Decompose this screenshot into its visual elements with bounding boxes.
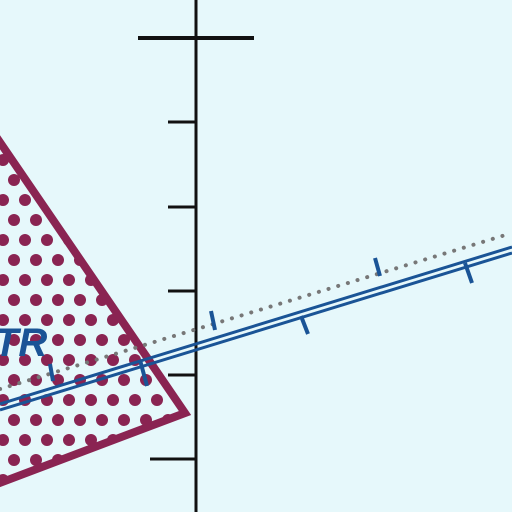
airspace-dot <box>63 394 75 406</box>
route-line-outer <box>0 245 512 406</box>
airspace-dot <box>19 194 31 206</box>
meridian-scale <box>138 0 254 512</box>
route-tick <box>299 315 310 335</box>
airspace-dot <box>8 414 20 426</box>
airspace-dot <box>63 274 75 286</box>
route-tick <box>138 359 149 387</box>
airspace-dot <box>85 314 97 326</box>
airspace-dot <box>52 334 64 346</box>
airspace-dot <box>74 334 86 346</box>
airspace-dot <box>30 374 42 386</box>
airspace-boundary <box>0 135 192 488</box>
airspace-dot <box>63 314 75 326</box>
route-tick <box>48 363 55 382</box>
airspace-dot <box>118 334 130 346</box>
airspace-dot <box>52 414 64 426</box>
route-tick <box>209 310 217 331</box>
airspace-dot <box>19 354 31 366</box>
airway-route[interactable] <box>0 231 512 412</box>
airspace-dot <box>30 414 42 426</box>
airspace-dot <box>52 294 64 306</box>
airspace-dot <box>19 434 31 446</box>
airspace-dot <box>0 194 9 206</box>
airspace-dot <box>63 354 75 366</box>
airspace-dot <box>0 274 9 286</box>
airspace-dot <box>52 254 64 266</box>
route-dotted-line <box>0 231 512 391</box>
airspace-dot <box>8 254 20 266</box>
airspace-dot <box>85 394 97 406</box>
airspace-dot <box>0 354 9 366</box>
airspace-dot <box>96 334 108 346</box>
airspace-dot <box>96 414 108 426</box>
airspace-dot <box>30 254 42 266</box>
airspace-dot <box>30 214 42 226</box>
airspace-dot <box>8 174 20 186</box>
airspace-dot <box>0 314 9 326</box>
route-tick <box>373 257 382 277</box>
airspace-dot <box>0 234 9 246</box>
airspace-dot <box>41 434 53 446</box>
airspace-dot <box>30 454 42 466</box>
airspace-dot <box>118 414 130 426</box>
airspace-dot <box>63 434 75 446</box>
airspace-dot <box>8 294 20 306</box>
airspace-dot <box>118 374 130 386</box>
airspace-dot <box>74 294 86 306</box>
airspace-dot <box>30 294 42 306</box>
airspace-dot <box>19 234 31 246</box>
airspace-dot <box>8 214 20 226</box>
airspace-dot <box>41 234 53 246</box>
airspace-dot <box>41 274 53 286</box>
airspace-dot <box>8 454 20 466</box>
airspace-dot <box>8 374 20 386</box>
airspace-dot <box>19 274 31 286</box>
airspace-dot <box>151 394 163 406</box>
airspace-dot <box>129 394 141 406</box>
airspace-dot <box>8 334 20 346</box>
airspace-dot <box>41 354 53 366</box>
airspace-dot <box>85 434 97 446</box>
airspace-dot <box>107 394 119 406</box>
airspace-dot <box>19 314 31 326</box>
airspace-dot <box>30 334 42 346</box>
airspace-dot <box>52 374 64 386</box>
airspace-dot <box>41 314 53 326</box>
airspace-dot <box>0 434 9 446</box>
route-line-inner <box>0 251 512 412</box>
airspace-label: TR <box>0 321 47 365</box>
airspace-dot <box>74 414 86 426</box>
route-tick <box>463 262 474 284</box>
airspace-dot <box>107 354 119 366</box>
